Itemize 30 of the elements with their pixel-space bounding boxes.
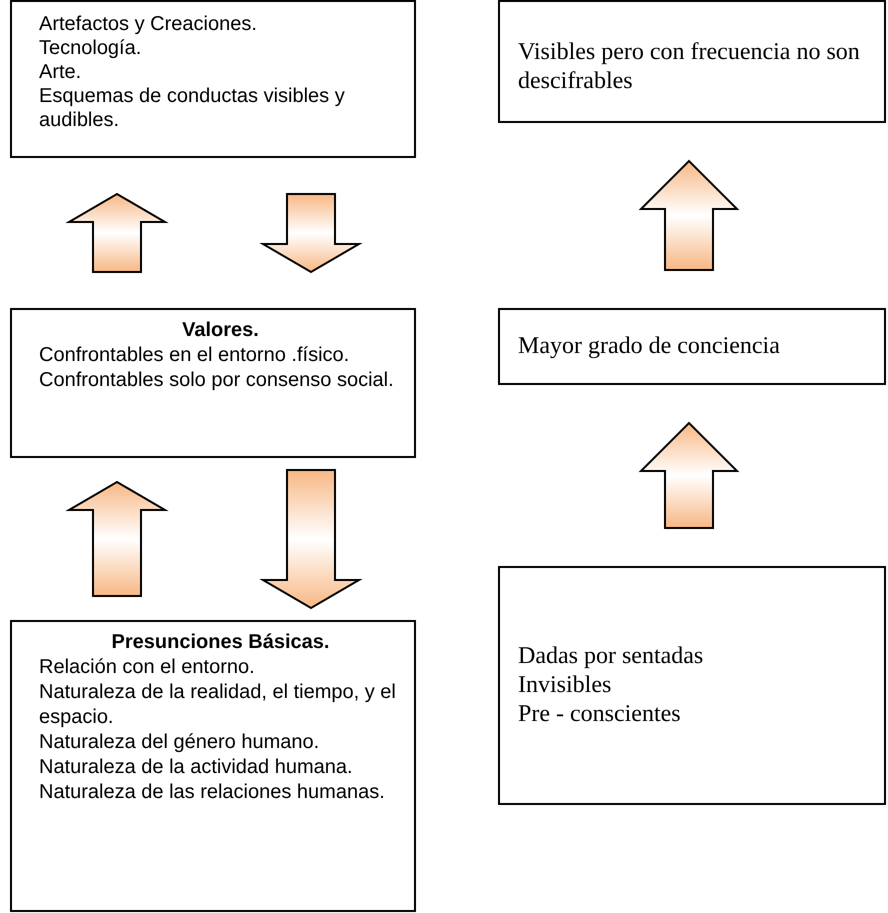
block-arrow	[638, 422, 740, 529]
box-text: Naturaleza de la realidad, el tiempo, y el espacio.	[39, 680, 397, 730]
text-box	[498, 308, 886, 385]
box-text: Naturaleza del género humano.	[39, 730, 320, 755]
text-box	[10, 620, 416, 912]
box-text: Visibles pero con frecuencia no son descifrables	[518, 38, 861, 96]
block-arrow	[638, 160, 740, 271]
box-text: Artefactos y Creaciones.	[39, 12, 258, 36]
text-box	[498, 0, 886, 123]
box-text: Naturaleza de las relaciones humanas.	[39, 780, 386, 805]
text-box	[498, 566, 886, 805]
block-arrow	[259, 193, 363, 274]
text-box	[10, 0, 416, 158]
box-text: Relación con el entorno.	[39, 655, 256, 680]
block-arrow	[259, 469, 363, 610]
box-text: Pre - conscientes	[518, 700, 682, 729]
box-text: Naturaleza de la actividad humana.	[39, 755, 354, 780]
box-text: Confrontables solo por consenso social.	[39, 368, 395, 393]
box-text: Dadas por sentadas	[518, 642, 704, 671]
text-box	[10, 308, 416, 458]
box-text: Confrontables en el entorno .físico.	[39, 343, 350, 368]
block-arrow	[65, 192, 169, 273]
block-arrow	[65, 480, 169, 597]
box-heading: Valores.	[181, 318, 260, 343]
box-text: Tecnología.	[39, 36, 142, 60]
box-heading: Presunciones Básicas.	[110, 630, 330, 655]
box-text: Esquemas de conductas visibles y audibles.	[39, 84, 346, 132]
box-text: Mayor grado de conciencia	[518, 332, 781, 361]
box-text: Arte.	[39, 60, 82, 84]
box-text: Invisibles	[518, 671, 612, 700]
